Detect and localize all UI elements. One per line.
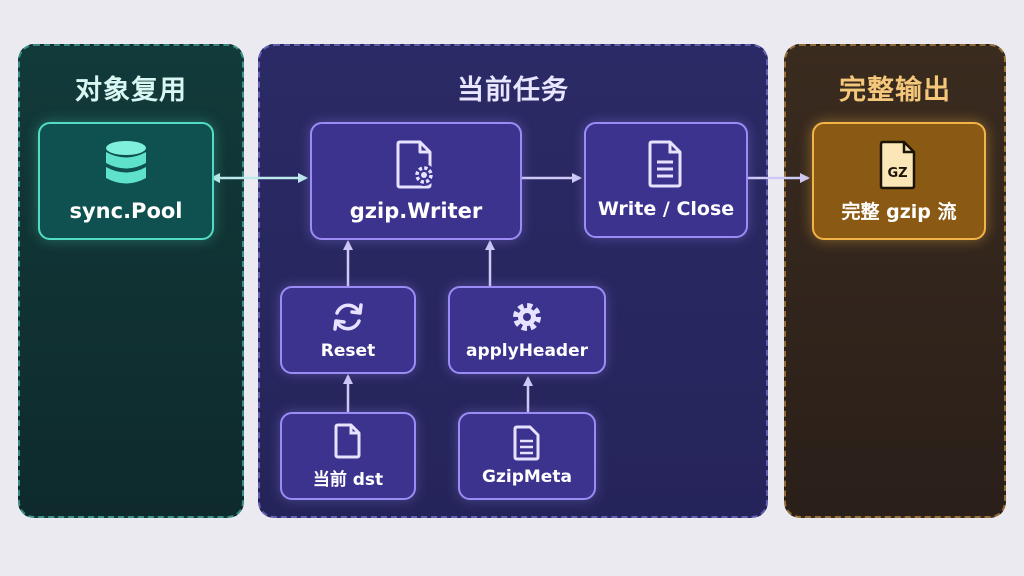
panel-title-object-reuse: 对象复用	[75, 75, 187, 106]
refresh-icon	[333, 303, 363, 331]
gzip-meta-label: GzipMeta	[482, 467, 572, 487]
current-dst-node: 当前 dst	[280, 412, 416, 500]
gzip-stream-label: 完整 gzip 流	[841, 200, 957, 223]
sync-pool-node: sync.Pool	[38, 122, 214, 240]
file-icon	[334, 423, 361, 458]
object-reuse-panel: 对象复用	[18, 44, 244, 518]
gzip-writer-label: gzip.Writer	[349, 199, 483, 223]
panel-title-current-task: 当前任务	[457, 75, 569, 106]
reset-label: Reset	[320, 341, 376, 361]
gzip-stream-node: GZ 完整 gzip 流	[812, 122, 986, 240]
database-icon	[106, 141, 146, 184]
gzip-writer-node: gzip.Writer	[310, 122, 522, 240]
panel-title-complete-output: 完整输出	[839, 75, 951, 106]
gear-icon	[513, 303, 541, 331]
gz-badge: GZ	[887, 166, 907, 181]
apply-header-node: applyHeader	[448, 286, 606, 374]
write-close-label: Write / Close	[597, 198, 735, 220]
complete-output-panel: 完整输出	[784, 44, 1006, 518]
apply-header-label: applyHeader	[465, 341, 589, 361]
gzip-meta-node: GzipMeta	[458, 412, 596, 500]
document-icon	[513, 425, 540, 461]
sync-pool-label: sync.Pool	[69, 199, 183, 223]
document-icon	[648, 140, 682, 188]
current-dst-label: 当前 dst	[312, 469, 384, 490]
file-gear-icon	[396, 140, 435, 189]
gz-file-icon: GZ	[879, 140, 916, 189]
reset-node: Reset	[280, 286, 416, 374]
write-close-node: Write / Close	[584, 122, 748, 238]
